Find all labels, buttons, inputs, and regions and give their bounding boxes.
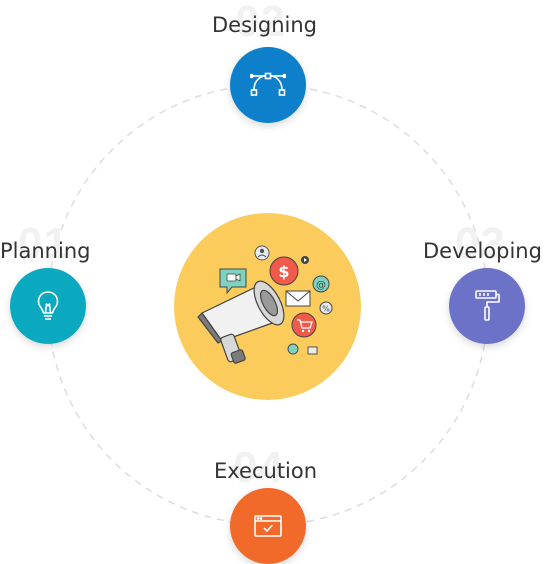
paint-roller-icon bbox=[475, 290, 500, 321]
step-title-developing: Developing bbox=[423, 239, 542, 263]
step-number-developing: 03 bbox=[455, 219, 506, 268]
step-node-execution[interactable] bbox=[230, 488, 306, 564]
step-node-planning[interactable] bbox=[10, 268, 86, 344]
thumb-up-icon bbox=[287, 343, 299, 355]
user-badge-icon bbox=[254, 245, 270, 261]
megaphone-marketing-icon: $ @ % bbox=[174, 213, 361, 400]
browser-check-icon bbox=[254, 515, 282, 537]
dollar-coin-icon: $ bbox=[269, 256, 299, 286]
step-title-execution: Execution bbox=[214, 459, 318, 483]
envelope-icon bbox=[285, 290, 311, 307]
step-number-execution: 04 bbox=[233, 443, 284, 492]
at-sign-icon: @ bbox=[312, 275, 330, 293]
cart-icon bbox=[291, 312, 317, 338]
bezier-curve-icon bbox=[250, 72, 286, 96]
svg-text:%: % bbox=[322, 305, 330, 314]
step-title-designing: Designing bbox=[212, 13, 317, 37]
svg-text:$: $ bbox=[278, 262, 289, 281]
svg-text:@: @ bbox=[316, 280, 326, 291]
step-number-planning: 01 bbox=[18, 219, 69, 268]
step-node-developing[interactable] bbox=[449, 268, 525, 344]
play-icon bbox=[301, 256, 309, 264]
lightbulb-icon bbox=[37, 291, 59, 320]
video-chat-icon bbox=[219, 268, 247, 295]
step-title-planning: Planning bbox=[0, 239, 91, 263]
percent-icon: % bbox=[319, 301, 333, 315]
image-icon bbox=[307, 346, 318, 355]
megaphone-icon bbox=[197, 280, 285, 364]
step-number-designing: 02 bbox=[235, 0, 286, 46]
step-node-designing[interactable] bbox=[230, 47, 306, 123]
